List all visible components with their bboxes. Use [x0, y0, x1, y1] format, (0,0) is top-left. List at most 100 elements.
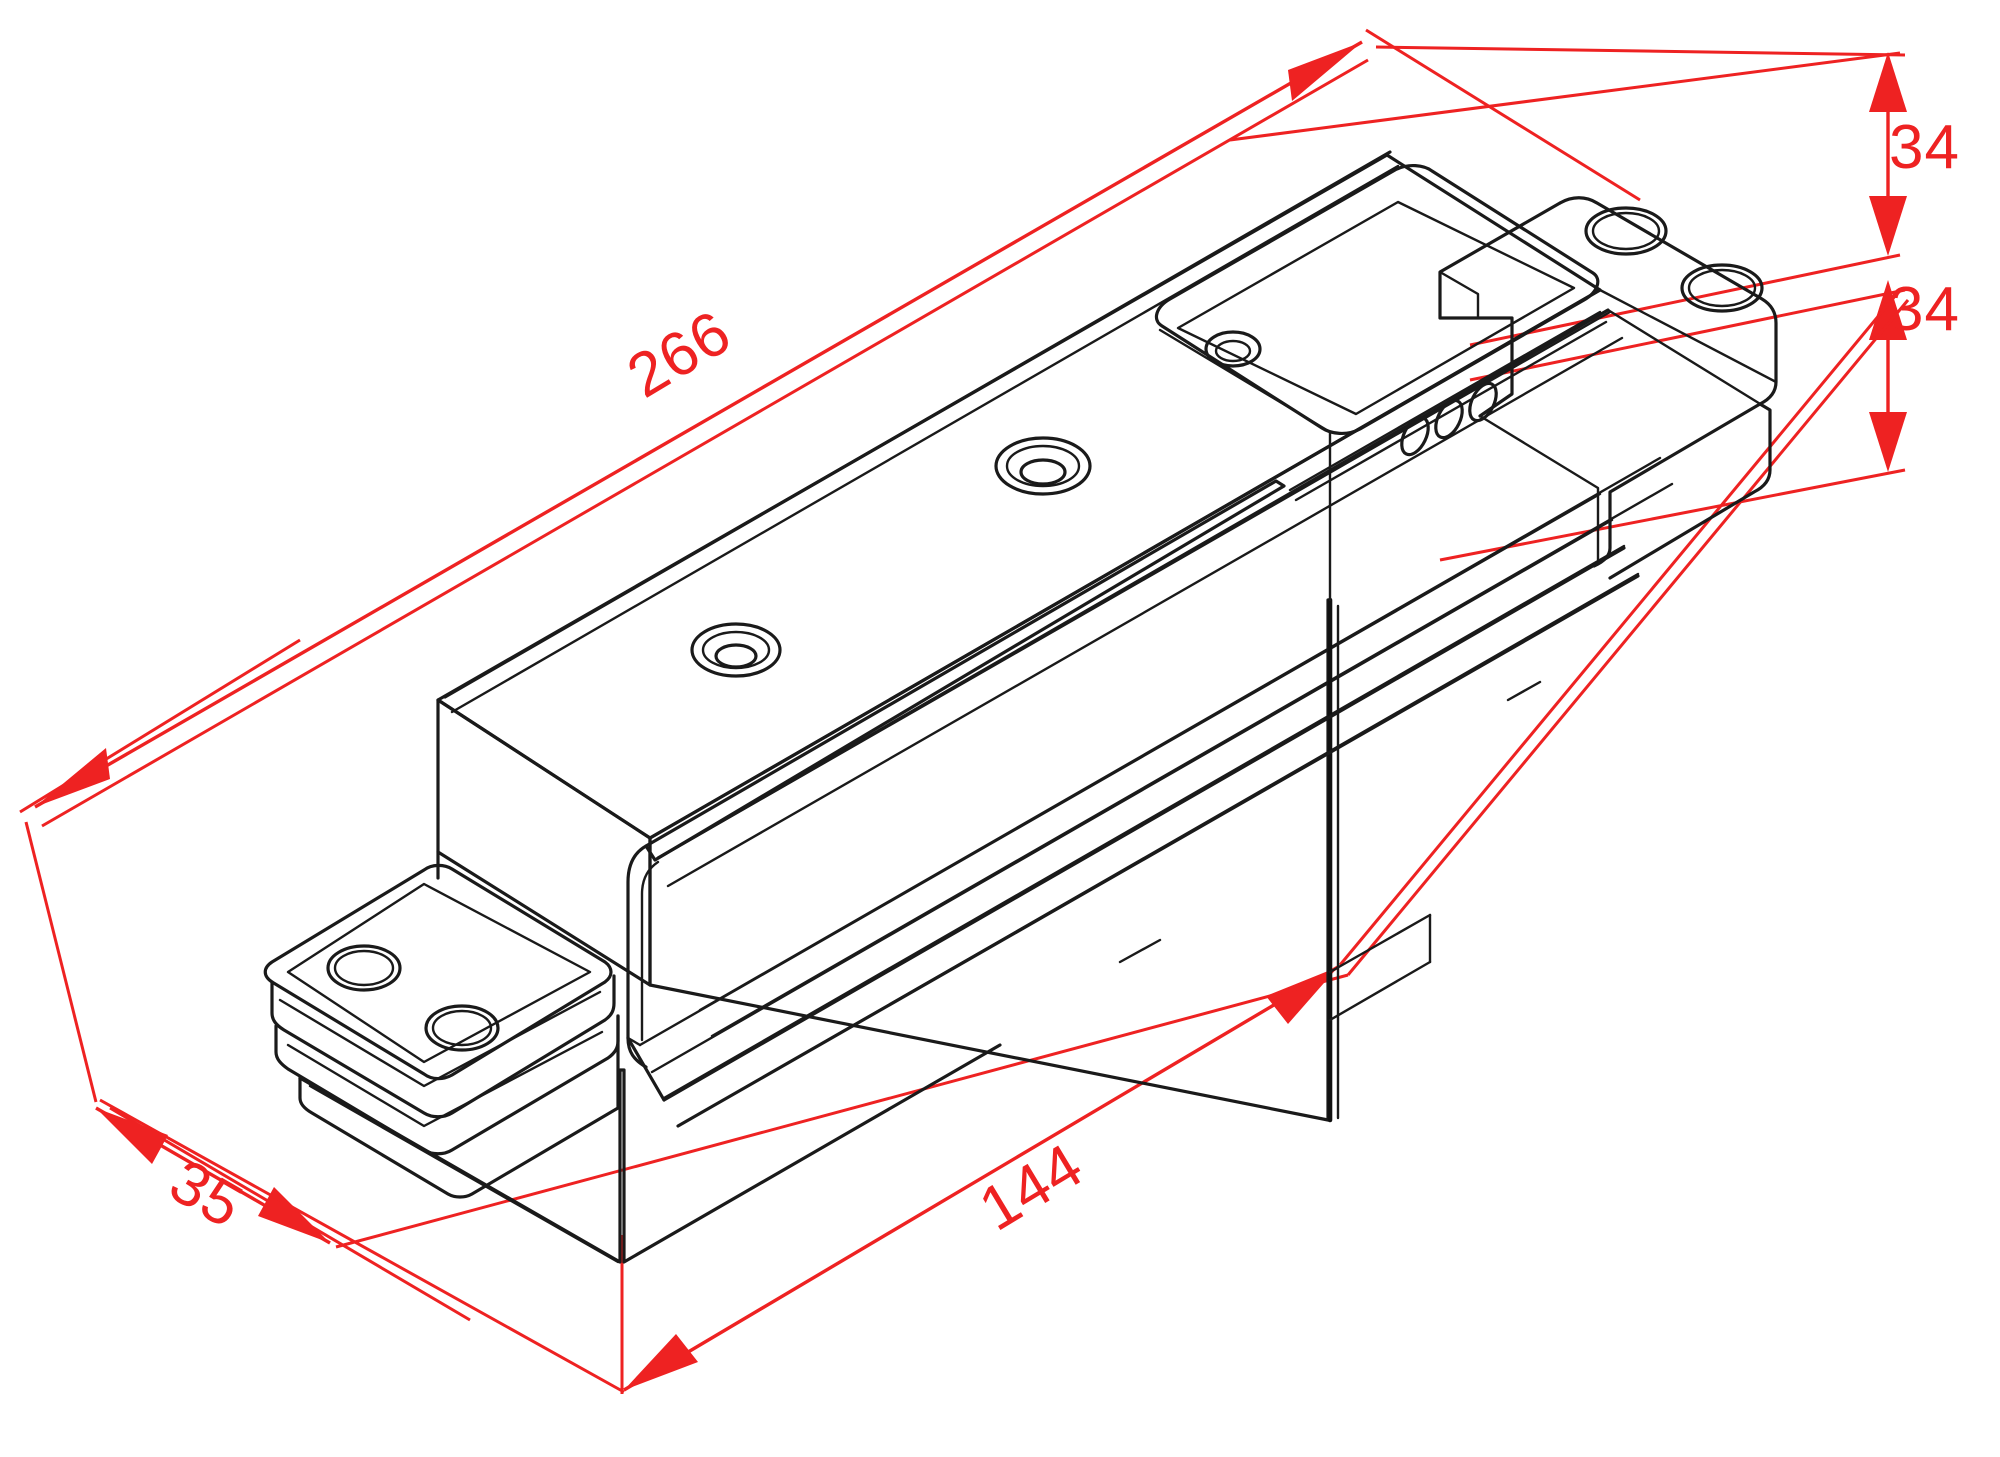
- dimension-layer: 266 34 3: [19, 28, 1960, 1394]
- ledge-line-3: [626, 1036, 642, 1047]
- detail-tick-3: [1506, 680, 1542, 702]
- dim-arrow-34l-top: [1869, 280, 1907, 340]
- right-end-plate-outline: [1558, 196, 1778, 568]
- dim-arrow-266-left: [35, 748, 110, 807]
- rail-groove-1-bot: [666, 336, 1624, 888]
- vent-slot-1: [1400, 415, 1430, 457]
- cs-hole-rear-inner: [714, 643, 758, 669]
- carriage-front-face: [648, 598, 1330, 1122]
- center-rib-step-b: [1328, 960, 1432, 1022]
- left-bracket-layer-3: [274, 1014, 620, 1156]
- inner-rail: [626, 479, 1286, 1102]
- ext-line-34u-top: [1375, 45, 1906, 57]
- ext-line-35-left: [24, 821, 98, 1103]
- dim-label-34-upper: 34: [1889, 113, 1960, 182]
- bottom-flange: [298, 1043, 1002, 1264]
- dimension-144: 144: [620, 965, 1339, 1394]
- dim-arrow-34l-bottom: [1869, 412, 1907, 472]
- rail-groove-1-top: [653, 310, 1612, 862]
- dim-arrow-266-right: [1288, 42, 1362, 101]
- right-end-plate-edge-left: [1438, 201, 1562, 418]
- top-ridge-line-b: [450, 164, 1400, 714]
- dim-label-144: 144: [968, 1130, 1095, 1244]
- left-bracket-layer-2b: [278, 990, 602, 1088]
- ext-line-lower-long: [335, 973, 1349, 1249]
- rail-groove-bands: [638, 310, 1674, 1128]
- carriage-left-end-face: [436, 698, 652, 987]
- countersunk-hole-top-mid: [994, 436, 1092, 496]
- bottom-flange-edge: [308, 1084, 620, 1264]
- rail-groove-2-bot: [710, 482, 1674, 1038]
- cs-hole-small-outer: [1204, 330, 1262, 368]
- dim-label-266: 266: [616, 297, 743, 411]
- rail-groove-4-top: [662, 544, 1626, 1100]
- cs-hole-mid-inner: [1019, 458, 1067, 486]
- ext-line-266-offset: [41, 58, 1369, 828]
- right-flank-ledges: [626, 310, 1608, 1047]
- dim-arrow-34u-top: [1869, 52, 1907, 112]
- countersunk-holes: [690, 330, 1262, 678]
- dim-line-144: [623, 965, 1339, 1392]
- mounting-hole-left-lower-outer: [424, 1004, 500, 1052]
- vent-slot-2: [1434, 398, 1464, 440]
- cs-hole-mid-mid: [1005, 444, 1081, 488]
- countersunk-hole-top-rear: [690, 622, 782, 678]
- left-bracket-bottom-flange: [298, 1076, 620, 1199]
- assembly-front-bottom-edge-2: [676, 574, 1640, 1128]
- cs-hole-mid-outer: [994, 436, 1092, 496]
- top-pocket-inner: [1176, 200, 1576, 416]
- left-end-face: [436, 698, 652, 987]
- inner-rail-front-lower: [626, 1036, 666, 1102]
- front-face-outline: [648, 598, 1330, 1122]
- ext-line-144-right-long-2: [1346, 299, 1910, 976]
- left-end-bracket: [263, 863, 620, 1199]
- ledge-line-2: [1294, 320, 1608, 502]
- ext-line-34u-top-diag: [1229, 51, 1901, 142]
- mounting-hole-right-upper-outer: [1584, 206, 1668, 256]
- cs-hole-small-inner: [1214, 339, 1252, 363]
- left-bracket-top-plate: [263, 863, 613, 1081]
- ext-line-34l-bottom-diag: [1439, 468, 1906, 562]
- detail-tick-1: [1118, 938, 1162, 964]
- mounting-hole-right-lower-inner: [1687, 268, 1757, 308]
- left-bracket-top-plate-inner: [286, 882, 592, 1064]
- dim-arrow-34u-bottom: [1869, 196, 1907, 256]
- ext-line-266-end: [1365, 28, 1641, 202]
- right-stack-edge-2: [1606, 308, 1772, 412]
- mounting-hole-right-upper-inner: [1591, 211, 1661, 251]
- rail-groove-3-top: [638, 492, 1602, 1047]
- dimension-34-lower: 34: [1439, 275, 1959, 562]
- dimension-34-upper: 34: [1229, 45, 1960, 347]
- dim-arrow-144-left: [624, 1334, 698, 1390]
- right-end-plate-face-lower: [1608, 402, 1772, 580]
- right-end-plate-step: [1438, 270, 1480, 320]
- left-end-face-edge: [436, 850, 652, 987]
- left-bracket-layer-2: [270, 974, 616, 1119]
- ledge-line-1: [1288, 310, 1602, 492]
- rail-groove-3-bot: [650, 518, 1614, 1074]
- dim-arrow-35-right: [258, 1187, 330, 1243]
- top-ridge-line-a: [443, 150, 1392, 699]
- top-slot-line: [1158, 328, 1332, 434]
- inner-rail-top-face: [644, 479, 1286, 862]
- mounting-hole-right-lower-outer: [1680, 263, 1764, 313]
- part-geometry-layer: [263, 150, 1778, 1264]
- cs-hole-rear-mid: [701, 630, 771, 670]
- dim-arrow-35-left: [96, 1108, 168, 1164]
- mounting-hole-left-lower-inner: [431, 1009, 493, 1047]
- cs-hole-rear-outer: [690, 622, 782, 678]
- right-stack-edge-1: [1598, 288, 1778, 384]
- countersunk-hole-top-small: [1204, 330, 1262, 368]
- center-rib: [1327, 597, 1432, 1123]
- center-rib-step-a: [1328, 913, 1432, 974]
- top-pocket: [1154, 164, 1600, 435]
- ext-line-lower-left-frame: [99, 1098, 625, 1394]
- inner-rail-left-round-2: [640, 860, 660, 1042]
- left-bracket-layer-3b: [286, 1030, 604, 1128]
- mounting-hole-left-upper-inner: [333, 949, 395, 987]
- dimension-266: 266: [19, 28, 1641, 814]
- right-end-plate-bottom: [1478, 414, 1600, 562]
- top-pocket-outline: [1154, 164, 1600, 435]
- dim-line-266: [34, 40, 1363, 809]
